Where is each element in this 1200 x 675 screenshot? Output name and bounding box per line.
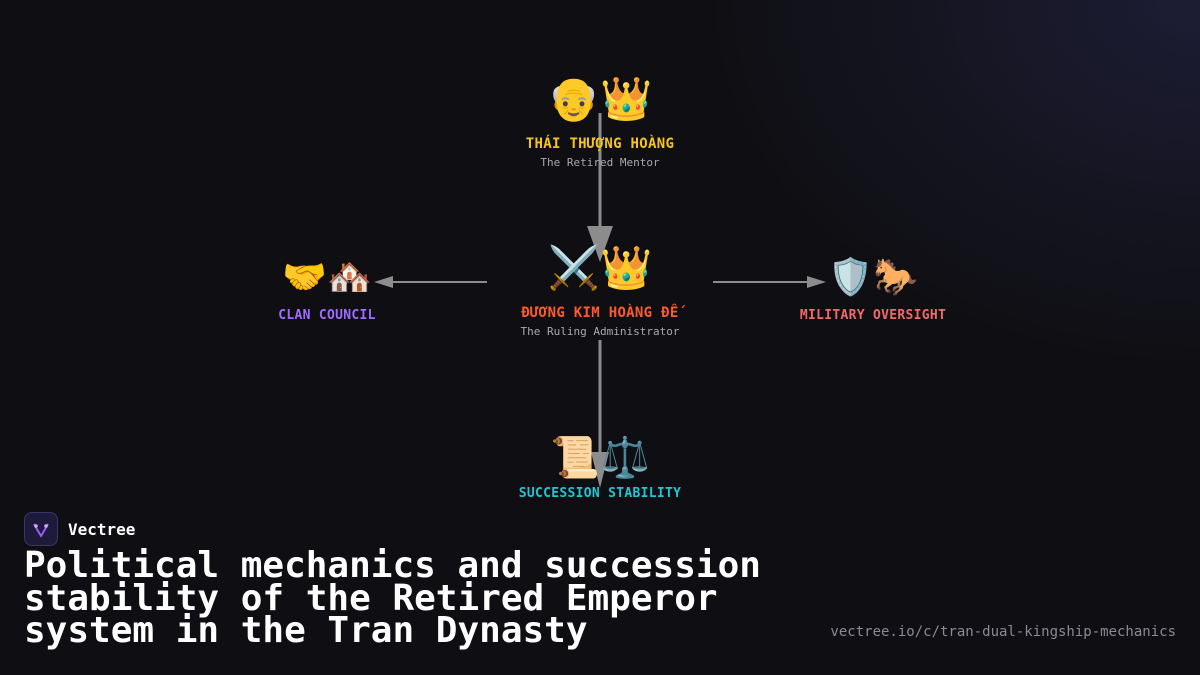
- arrowhead-center-to-left: [374, 276, 393, 288]
- brand: Vectree: [24, 512, 135, 546]
- node-retired-emperor: 👴👑 THÁI THƯỢNG HOÀNG The Retired Mentor: [526, 74, 674, 169]
- node-subtitle: The Retired Mentor: [540, 156, 660, 169]
- node-clan-council: 🤝🏘️ CLAN COUNCIL: [278, 256, 376, 323]
- elder-crown-icon: 👴👑: [547, 74, 653, 123]
- arrowhead-top-to-center: [587, 226, 613, 262]
- node-title: THÁI THƯỢNG HOÀNG: [525, 136, 675, 152]
- shield-horse-icon: 🛡️🐎: [828, 257, 918, 298]
- page-title: Political mechanics and succession stabi…: [24, 545, 761, 651]
- node-subtitle: The Ruling Administrator: [520, 325, 680, 338]
- node-title: SUCCESSION STABILITY: [518, 486, 682, 501]
- source-url[interactable]: vectree.io/c/tran-dual-kingship-mechanic…: [830, 624, 1176, 640]
- scroll-scales-icon: 📜⚖️: [550, 435, 650, 481]
- node-succession-stability: 📜⚖️ SUCCESSION STABILITY: [519, 434, 682, 501]
- swords-crown-icon: ⚔️👑: [547, 243, 653, 292]
- node-title: CLAN COUNCIL: [278, 308, 376, 323]
- arrowhead-center-to-bottom: [591, 452, 609, 488]
- node-military-oversight: 🛡️🐎 MILITARY OVERSIGHT: [800, 256, 946, 323]
- handshake-houses-icon: 🤝🏘️: [282, 257, 372, 298]
- node-title: ĐƯƠNG KIM HOÀNG ĐẾ: [521, 305, 679, 321]
- node-reigning-emperor: ⚔️👑 ĐƯƠNG KIM HOÀNG ĐẾ The Ruling Admini…: [521, 243, 680, 338]
- arrowhead-center-to-right: [807, 276, 826, 288]
- node-title: MILITARY OVERSIGHT: [799, 308, 947, 323]
- vectree-logo-icon: [24, 512, 58, 546]
- brand-name: Vectree: [68, 519, 136, 539]
